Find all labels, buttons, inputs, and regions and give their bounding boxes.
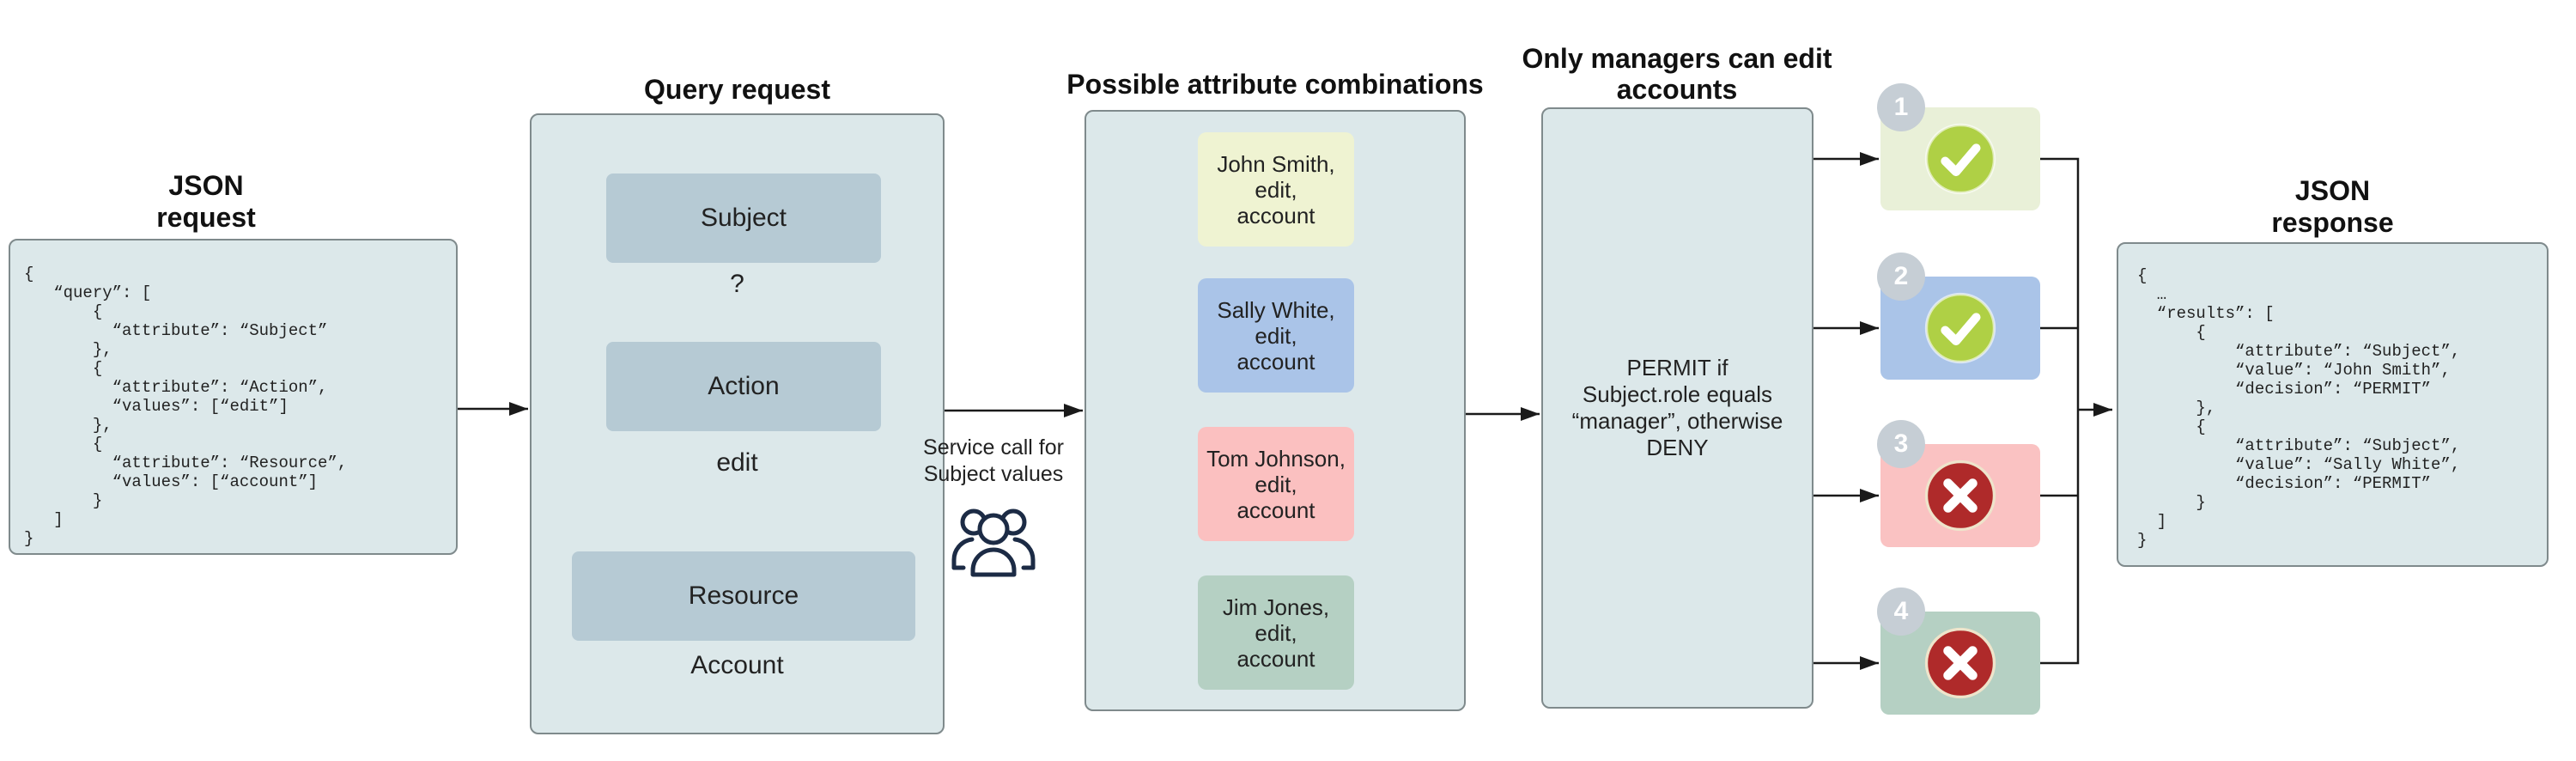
query-field-subject-value: ?	[730, 270, 744, 298]
people-group-icon	[951, 508, 1036, 577]
result-card-2: 2	[1877, 253, 2040, 380]
result-card-4: 4	[1877, 587, 2040, 715]
result-3-number-badge: 3	[1877, 420, 1925, 468]
query-field-subject: Subject	[606, 174, 881, 263]
result-2-number-badge: 2	[1877, 253, 1925, 301]
query-request-title: Query request	[644, 74, 830, 105]
deny-x-icon	[1924, 627, 1996, 699]
policy-text: PERMIT if Subject.role equals “manager”,…	[1571, 355, 1783, 460]
deny-x-icon	[1924, 460, 1996, 532]
json-response-panel: { … “results”: [ { “attribute”: “Subject…	[2117, 242, 2549, 567]
policy-panel: PERMIT if Subject.role equals “manager”,…	[1541, 107, 1814, 709]
attribute-combinations-title: Possible attribute combinations	[1066, 69, 1484, 100]
permit-check-icon	[1924, 292, 1996, 364]
permit-check-icon	[1924, 123, 1996, 195]
json-response-title: JSON response	[2271, 175, 2394, 238]
query-request-panel: Subject ? Action edit Resource Account	[530, 113, 945, 734]
result-card-1: 1	[1877, 83, 2040, 210]
combo-card-john-smith: John Smith, edit, account	[1198, 132, 1354, 247]
collector-line-outer	[2040, 157, 2080, 665]
query-field-resource-value: Account	[690, 651, 784, 679]
query-field-action-label: Action	[708, 372, 780, 400]
result-card-3: 3	[1877, 420, 2040, 547]
query-field-subject-label: Subject	[700, 204, 787, 232]
combo-card-tom-johnson: Tom Johnson, edit, account	[1198, 427, 1354, 541]
query-field-action: Action	[606, 342, 881, 431]
combo-card-sally-white: Sally White, edit, account	[1198, 278, 1354, 393]
query-field-resource: Resource	[572, 551, 915, 641]
query-field-resource-label: Resource	[688, 581, 799, 610]
json-request-code: { “query”: [ { “attribute”: “Subject” },…	[24, 265, 348, 548]
json-request-panel: { “query”: [ { “attribute”: “Subject” },…	[9, 239, 458, 555]
json-request-title: JSON request	[156, 170, 256, 233]
result-1-number-badge: 1	[1877, 83, 1925, 131]
service-call-label: Service call for Subject values	[923, 435, 1064, 486]
combo-card-jim-jones: Jim Jones, edit, account	[1198, 575, 1354, 690]
json-response-code: { … “results”: [ { “attribute”: “Subject…	[2137, 266, 2461, 550]
result-4-number-badge: 4	[1877, 587, 1925, 636]
policy-title: Only managers can edit accounts	[1522, 43, 1832, 105]
attribute-combinations-panel: John Smith, edit, account Sally White, e…	[1084, 110, 1466, 711]
query-field-action-value: edit	[716, 448, 758, 477]
